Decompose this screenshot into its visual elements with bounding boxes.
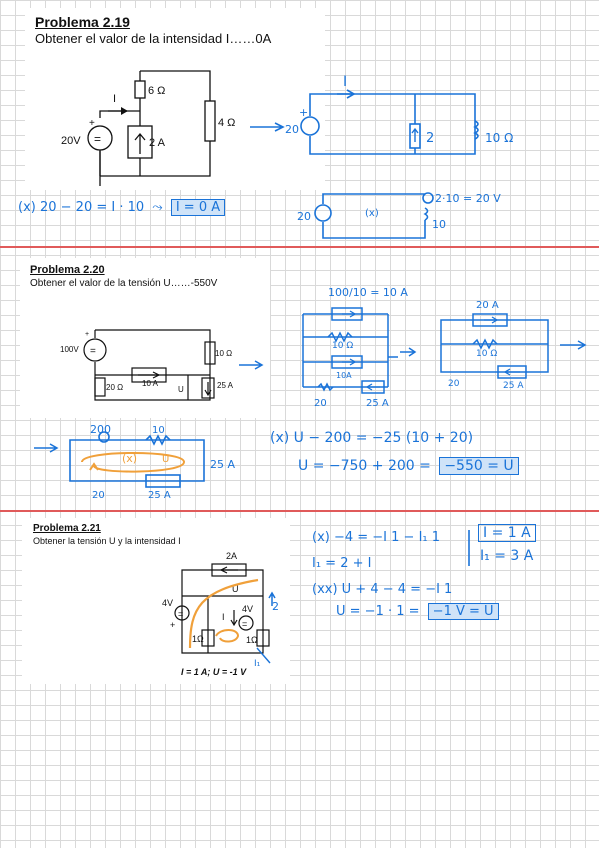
p20-hand-25a-b: 25 A — [210, 458, 235, 471]
p21-eq2: I₁ = 2 + I — [312, 556, 372, 571]
p19-hand-circuit: I 2 10 Ω 20 + — [285, 74, 513, 155]
p21-eq4-text: U = −1 · 1 = — [336, 604, 420, 619]
p20-hand-25a: 25 A — [366, 398, 389, 409]
svg-text:=: = — [90, 346, 96, 357]
p19-label-i: I — [113, 93, 116, 105]
p21-eq3: (xx) U + 4 − 4 = −I 1 — [312, 582, 453, 597]
p21-label-plus: + — [170, 620, 175, 630]
svg-text:20: 20 — [448, 379, 460, 389]
p21-label-i: I — [222, 612, 225, 622]
p20-hand-circuits: 100/10 = 10 A 20 A 10 Ω 10A 20 25 A 10 Ω… — [302, 286, 587, 409]
p20-hand-25a-c: 25 A — [148, 490, 171, 501]
p19-hand-x: (x) — [365, 208, 379, 219]
p20-label-u: U — [178, 385, 184, 394]
p20-hand-200: 200 — [90, 423, 111, 436]
p19-hand-20b: 20 — [297, 210, 311, 223]
p19-label-6ohm: 6 Ω — [148, 85, 165, 97]
p19-hand-plus: + — [299, 106, 308, 119]
svg-text:25 A: 25 A — [503, 381, 524, 391]
p20-hand-conv: 100/10 = 10 A — [328, 286, 408, 299]
p20-title: Problema 2.20 — [30, 264, 105, 276]
p20-label-100v: 100V — [60, 345, 79, 354]
p20-equation-2-text: U = −750 + 200 = — [298, 458, 431, 474]
p20-circuit: = 100V 10 Ω 20 Ω 10 A U 25 A + — [60, 329, 234, 401]
p20-result: −550 = U — [439, 457, 519, 475]
p20-label-25a: 25 A — [217, 381, 234, 390]
p20-hand-20a: 20 A — [476, 300, 499, 311]
p19-hand-10ohm: 10 Ω — [485, 131, 513, 145]
p21-label-4v-a: 4V — [162, 598, 173, 608]
p20-hand-arrow-1 — [239, 360, 264, 370]
p21-circuit: = = 2A U 4V 4V I 1Ω 1Ω + 2 I₁ — [162, 551, 279, 669]
p19-label-plus: + — [89, 118, 95, 129]
p21-label-u: U — [232, 584, 239, 594]
p20-hand-10a: 10A — [336, 371, 352, 380]
p20-hand-u: U — [162, 454, 169, 465]
p21-statement: Obtener la tensión U y la intensidad I — [33, 536, 181, 546]
p21-brace — [468, 530, 470, 566]
p19-hand-circuit-2: (x) 2·10 = 20 V 10 20 — [297, 192, 501, 239]
p20-hand-20c: 20 — [92, 490, 105, 501]
p19-hand-src2: 2 — [426, 131, 434, 146]
p21-hand-i1: I₁ — [254, 659, 261, 669]
p20-equation-1: (x) U − 200 = −25 (10 + 20) — [270, 430, 474, 446]
svg-text:=: = — [178, 609, 183, 619]
p21-panel — [22, 518, 290, 684]
p20-label-10a: 10 A — [142, 379, 159, 388]
p21-result-i: I = 1 A — [478, 524, 536, 542]
p19-equation-text: (x) 20 − 20 = I · 10 — [18, 200, 145, 215]
p19-hand-i: I — [343, 74, 347, 90]
p19-hand-10b: 10 — [432, 218, 446, 231]
p21-eq1: (x) −4 = −I 1 − I₁ 1 — [312, 530, 441, 545]
p21-title: Problema 2.21 — [33, 523, 101, 534]
p20-hand-x: (x) — [122, 452, 137, 465]
p20-label-plus: + — [85, 331, 89, 338]
p19-label-20v: 20V — [61, 135, 81, 147]
p20-hand-loop: 200 10 (x) U 25 A 20 25 A — [34, 423, 235, 501]
p21-label-2a: 2A — [226, 551, 237, 561]
p20-label-20ohm: 20 Ω — [106, 383, 123, 392]
p21-result-u: −1 V = U — [427, 603, 499, 620]
p20-panel — [20, 258, 270, 418]
p19-title: Problema 2.19 — [35, 14, 130, 30]
p20-hand-r10: 10 — [152, 425, 165, 436]
p21-answer: I = 1 A; U = -1 V — [181, 667, 247, 677]
p20-label-10ohm: 10 Ω — [215, 349, 232, 358]
p19-label-4ohm: 4 Ω — [218, 117, 235, 129]
p20-hand-20: 20 — [314, 398, 327, 409]
p19-panel — [25, 8, 325, 190]
p19-label-2a: 2 A — [149, 137, 166, 149]
svg-text:=: = — [242, 619, 247, 629]
arrow-icon: ⤳ — [152, 200, 163, 215]
p19-equation: (x) 20 − 20 = I · 10 ⤳ I = 0 A — [18, 199, 226, 216]
p20-hand-10ohm: 10 Ω — [332, 341, 353, 351]
p20-statement: Obtener el valor de la tensión U……-550V — [30, 278, 218, 289]
p21-hand-2: 2 — [272, 600, 279, 613]
p21-label-1ohm-a: 1Ω — [192, 634, 204, 644]
p20-equation-2: U = −750 + 200 = −550 = U — [298, 457, 519, 475]
svg-text:=: = — [94, 132, 101, 146]
p19-hand-arrow — [250, 122, 285, 132]
p19-circuit: = 6 Ω 4 Ω 2 A 20V I + — [61, 70, 235, 186]
p19-hand-210: 2·10 = 20 V — [435, 192, 501, 205]
separator-2 — [0, 510, 599, 512]
p21-label-1ohm-b: 1Ω — [246, 635, 258, 645]
p19-result: I = 0 A — [170, 199, 226, 216]
separator-1 — [0, 246, 599, 248]
p21-label-4v-b: 4V — [242, 604, 253, 614]
p21-result-i1: I₁ = 3 A — [480, 548, 534, 564]
p19-statement: Obtener el valor de la intensidad I……0A — [35, 31, 272, 46]
svg-text:10 Ω: 10 Ω — [476, 349, 497, 359]
p19-hand-20: 20 — [285, 123, 299, 136]
p21-eq4: U = −1 · 1 = −1 V = U — [336, 603, 499, 620]
